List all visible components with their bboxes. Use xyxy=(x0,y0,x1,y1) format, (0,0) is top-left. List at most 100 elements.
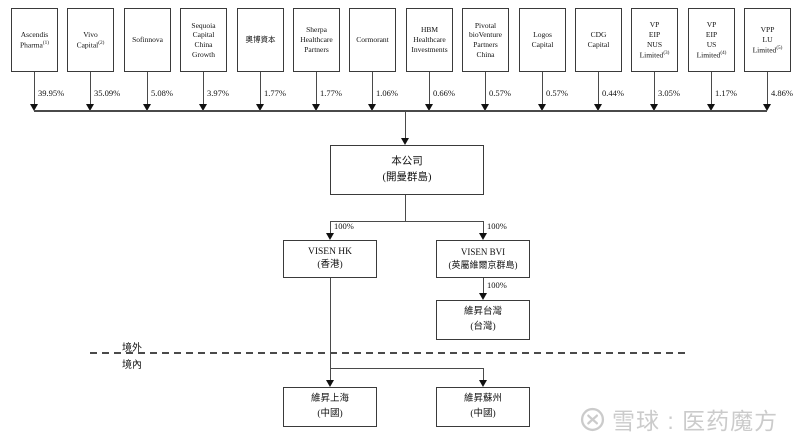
connector-line xyxy=(483,221,484,233)
arrowhead-icon xyxy=(143,104,151,111)
connector-line xyxy=(598,72,599,105)
connector-line xyxy=(483,368,484,380)
shareholder-name: Sequoia Capital China Growth xyxy=(191,20,216,59)
subsidiary-name: 維昇上海 xyxy=(310,394,349,405)
connector-line xyxy=(147,72,148,105)
subsidiary-box-visen-shanghai: 維昇上海 (中國) xyxy=(283,387,377,427)
arrowhead-icon xyxy=(326,233,334,240)
connector-line xyxy=(654,72,655,105)
connector-line xyxy=(483,278,484,294)
footnote-superscript: (5) xyxy=(776,44,783,51)
connector-line xyxy=(405,195,406,221)
shareholder-name: Ascendis Pharma xyxy=(19,30,49,50)
ownership-percentage: 3.05% xyxy=(658,88,680,98)
ownership-percentage: 0.57% xyxy=(546,88,568,98)
xueqiu-snowball-icon xyxy=(580,407,605,431)
shareholder-name: Pivotal bioVenture Partners China xyxy=(469,20,502,59)
footnote-superscript: (2) xyxy=(98,39,105,46)
arrowhead-icon xyxy=(594,104,602,111)
ownership-percentage: 0.66% xyxy=(433,88,455,98)
shareholder-name: VP EIP NUS Limited xyxy=(639,20,664,59)
arrowhead-icon xyxy=(326,380,334,387)
arrowhead-icon xyxy=(479,293,487,300)
arrowhead-icon xyxy=(479,380,487,387)
subsidiary-location: (中國) xyxy=(470,409,496,419)
ownership-percentage: 39.95% xyxy=(38,88,65,98)
arrowhead-icon xyxy=(401,138,409,145)
offshore-onshore-divider xyxy=(90,352,685,354)
ownership-percentage: 100% xyxy=(487,221,507,231)
shareholder-box-logos: Logos Capital xyxy=(519,8,566,72)
shareholder-name: Sofinnova xyxy=(132,35,163,45)
shareholder-box-vp-eip-nus: VP EIP NUS Limited(3) xyxy=(631,8,678,72)
connector-line xyxy=(330,368,484,369)
shareholder-name: Vivo Capital xyxy=(76,30,99,50)
subsidiary-location: (中國) xyxy=(317,409,343,419)
arrowhead-icon xyxy=(199,104,207,111)
shareholder-name: Sherpa Healthcare Partners xyxy=(300,25,333,54)
subsidiary-name: 維昇台灣 xyxy=(463,307,502,318)
shareholder-box-sherpa: Sherpa Healthcare Partners xyxy=(293,8,340,72)
connector-line xyxy=(485,72,486,105)
connector-line xyxy=(203,72,204,105)
ownership-percentage: 4.86% xyxy=(771,88,793,98)
subsidiary-box-visen-suzhou: 維昇蘇州 (中國) xyxy=(436,387,530,427)
shareholder-box-ascendis-pharma: Ascendis Pharma(1) xyxy=(11,8,58,72)
subsidiary-box-visen-bvi: VISEN BVI (英屬維爾京群島) xyxy=(436,240,530,278)
arrowhead-icon xyxy=(650,104,658,111)
ownership-percentage: 1.77% xyxy=(320,88,342,98)
ownership-percentage: 0.57% xyxy=(489,88,511,98)
shareholder-box-vp-eip-us: VP EIP US Limited(4) xyxy=(688,8,735,72)
company-location: (開曼群島) xyxy=(382,172,432,183)
shareholder-name: Cormorant xyxy=(356,35,389,45)
arrowhead-icon xyxy=(763,104,771,111)
watermark-text: 雪球 : 医药魔方 xyxy=(612,408,779,434)
arrowhead-icon xyxy=(479,233,487,240)
ownership-percentage: 0.44% xyxy=(602,88,624,98)
subsidiary-name: 維昇蘇州 xyxy=(463,394,502,405)
shareholder-name: VP EIP US Limited xyxy=(696,20,721,59)
ownership-percentage: 100% xyxy=(334,221,354,231)
company-box-cayman: 本公司 (開曼群島) xyxy=(330,145,484,195)
subsidiary-location: (香港) xyxy=(317,260,343,270)
shareholder-box-orbimed: 奧博資本 xyxy=(237,8,284,72)
footnote-superscript: (4) xyxy=(720,49,727,56)
connector-line xyxy=(90,72,91,105)
connector-line xyxy=(372,72,373,105)
shareholder-name: HBM Healthcare Investments xyxy=(411,25,448,54)
ownership-percentage: 3.97% xyxy=(207,88,229,98)
ownership-percentage: 1.77% xyxy=(264,88,286,98)
connector-line xyxy=(316,72,317,105)
connector-line xyxy=(330,278,331,368)
arrowhead-icon xyxy=(481,104,489,111)
ownership-percentage: 5.08% xyxy=(151,88,173,98)
shareholder-box-sofinnova: Sofinnova xyxy=(124,8,171,72)
connector-line xyxy=(330,221,484,222)
offshore-label: 境外 xyxy=(122,343,142,354)
subsidiary-box-visen-hk: VISEN HK (香港) xyxy=(283,240,377,278)
shareholder-name: VPP LU Limited xyxy=(752,25,777,55)
shareholder-box-cdg: CDG Capital xyxy=(575,8,622,72)
arrowhead-icon xyxy=(425,104,433,111)
shareholder-box-vivo-capital: Vivo Capital(2) xyxy=(67,8,114,72)
subsidiary-location: (台灣) xyxy=(470,322,496,332)
arrowhead-icon xyxy=(538,104,546,111)
connector-line xyxy=(711,72,712,105)
arrowhead-icon xyxy=(368,104,376,111)
shareholder-name: CDG Capital xyxy=(587,30,610,49)
shareholder-box-vpp-lu: VPP LU Limited(5) xyxy=(744,8,791,72)
footnote-superscript: (1) xyxy=(42,39,50,46)
connector-line xyxy=(429,72,430,105)
watermark: 雪球 : 医药魔方 xyxy=(580,402,778,436)
ownership-percentage: 1.17% xyxy=(715,88,737,98)
subsidiary-location: (英屬維爾京群島) xyxy=(448,260,518,270)
shareholder-name: 奧博資本 xyxy=(245,35,276,45)
ownership-percentage: 35.09% xyxy=(94,88,121,98)
connector-bus-line xyxy=(34,110,767,112)
shareholder-name: Logos Capital xyxy=(531,30,554,49)
arrowhead-icon xyxy=(86,104,94,111)
footnote-superscript: (3) xyxy=(663,49,670,56)
ownership-percentage: 1.06% xyxy=(376,88,398,98)
connector-line xyxy=(330,221,331,233)
